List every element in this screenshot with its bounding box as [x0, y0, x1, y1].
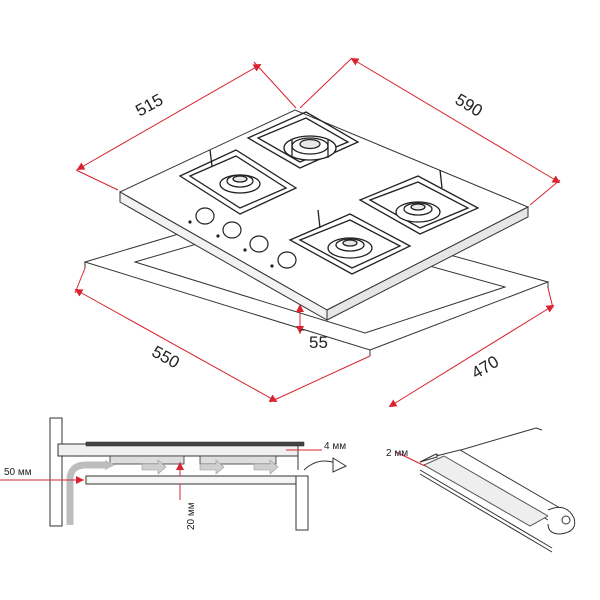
airflow-arrow-1 — [141, 459, 167, 475]
burner-back-right — [358, 169, 480, 235]
seal-thickness-label: 2 мм — [386, 448, 408, 459]
airflow-arrow-2 — [199, 459, 225, 475]
gap-left-label: 50 мм — [4, 467, 32, 478]
hob-section-body-2 — [199, 455, 277, 465]
gap-vertical-label: 20 мм — [186, 502, 197, 530]
dim-515-line — [76, 64, 262, 170]
gap-front-label: 4 мм — [324, 441, 346, 452]
knob-1 — [195, 207, 215, 225]
control-knobs — [188, 207, 297, 269]
knob-3 — [249, 235, 269, 253]
dim-550-line — [74, 289, 278, 402]
seal-roll — [547, 506, 576, 535]
cabinet-wall-right — [295, 475, 309, 531]
dim-cutout-depth-label: 470 — [468, 352, 502, 383]
seal-detail — [395, 427, 576, 553]
cabinet-wall-left — [49, 417, 63, 527]
airflow-inlet — [66, 461, 108, 525]
hob-section-body-1 — [109, 455, 185, 465]
installation-cross-section — [0, 417, 348, 531]
cabinet-shelf — [85, 475, 297, 485]
airflow-arrow-3 — [253, 459, 279, 475]
burner-front-right — [288, 209, 412, 275]
dim-width-top-label: 590 — [452, 90, 486, 121]
hob-section-glass — [85, 441, 305, 447]
dim-height-label: 55 — [309, 333, 328, 352]
knob-4 — [277, 251, 297, 269]
dim-470-line — [388, 304, 555, 408]
dimension-lines — [74, 57, 561, 408]
dim-590-line — [350, 57, 561, 184]
dim-depth-top-label: 515 — [132, 90, 166, 120]
knob-2 — [222, 221, 242, 239]
